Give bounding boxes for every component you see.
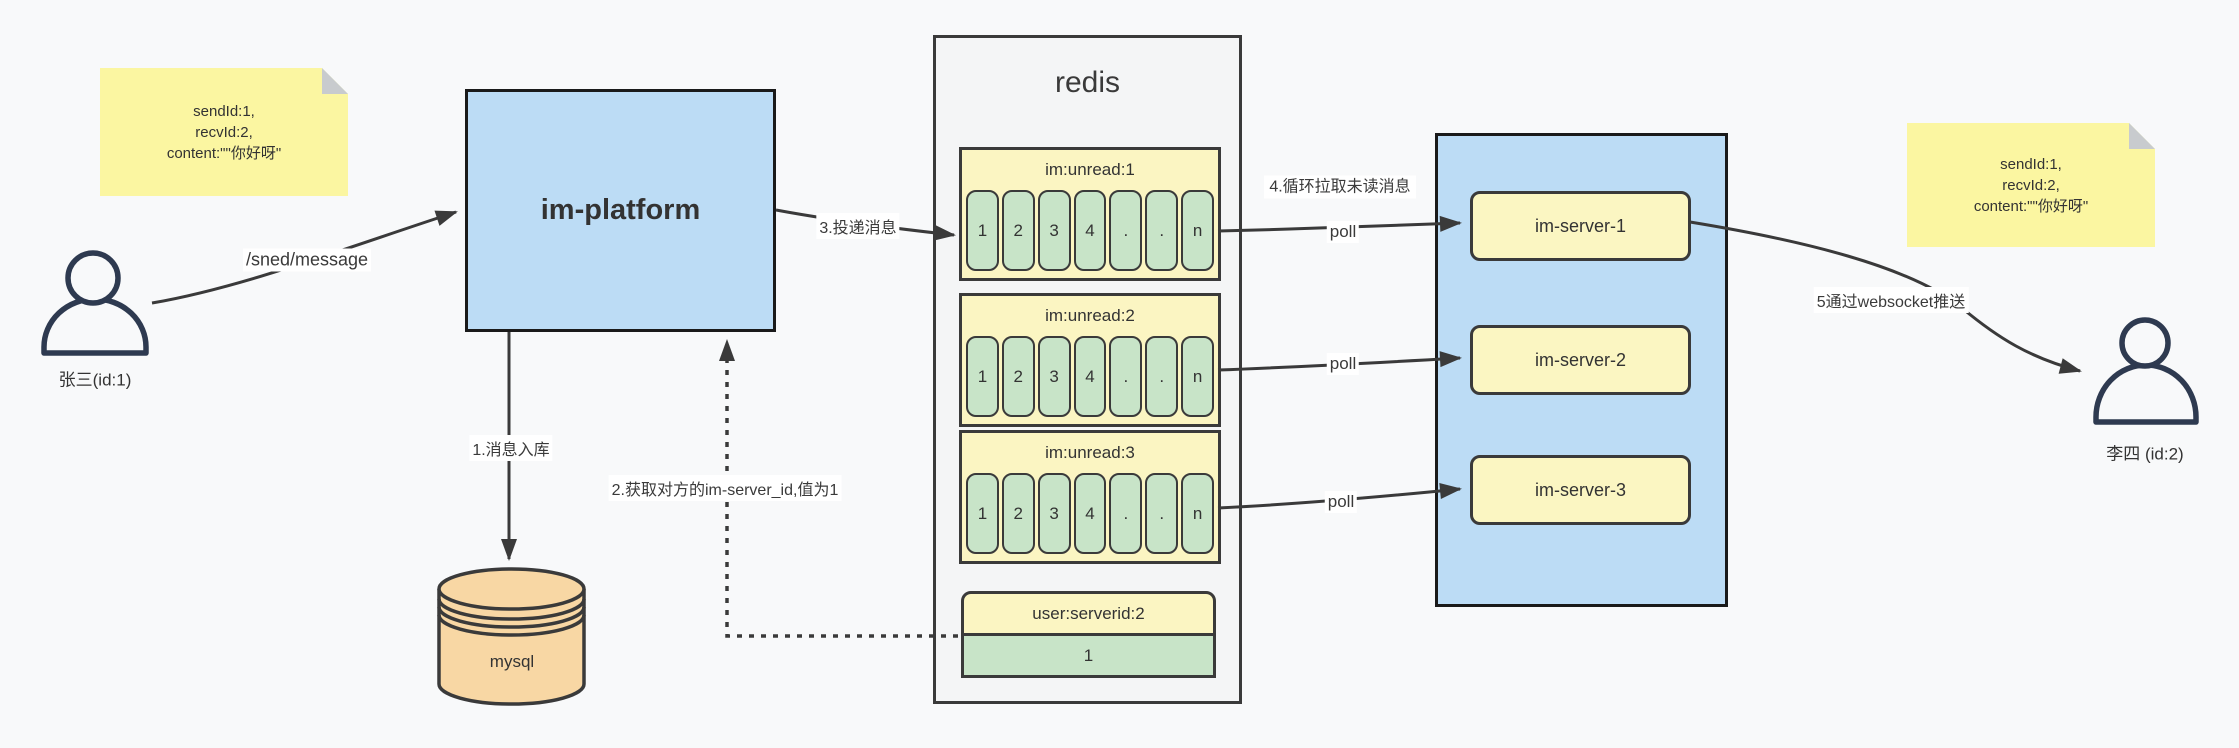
queue-cell: 2 bbox=[1001, 336, 1035, 417]
edge-label-step1: 1.消息入库 bbox=[469, 435, 553, 461]
user-icon bbox=[41, 250, 149, 356]
sticky-note-left: sendId:1, recvId:2, content:""你好呀" bbox=[100, 68, 348, 196]
edge-label-poll-3: poll bbox=[1324, 491, 1358, 513]
edge-label-poll-2: poll bbox=[1326, 353, 1360, 375]
queue-cell: 2 bbox=[1001, 190, 1035, 271]
actor-sender-label: 张三(id:1) bbox=[58, 370, 132, 390]
edge-label-send-api: /sned/message bbox=[242, 248, 372, 272]
redis-queue-unread-3: im:unread:3 1 2 3 4 . . n bbox=[959, 430, 1221, 564]
queue-cell: 2 bbox=[1001, 473, 1035, 554]
queue-cell: n bbox=[1181, 190, 1215, 271]
queue-cell: 3 bbox=[1037, 190, 1071, 271]
queue-header: im:unread:1 bbox=[1045, 160, 1135, 179]
queue-cell: 1 bbox=[966, 473, 999, 554]
queue-cell: 3 bbox=[1037, 336, 1071, 417]
queue-cell: n bbox=[1181, 336, 1215, 417]
kv-value: 1 bbox=[961, 636, 1216, 678]
edge-label-poll-1: poll bbox=[1326, 221, 1360, 243]
queue-header: im:unread:2 bbox=[1045, 306, 1135, 325]
queue-cell: . bbox=[1145, 190, 1179, 271]
note-line: content:""你好呀" bbox=[1973, 197, 2089, 215]
sticky-note-right: sendId:1, recvId:2, content:""你好呀" bbox=[1907, 123, 2155, 247]
redis-panel: redis im:unread:1 1 2 3 4 . . n im:unrea… bbox=[933, 35, 1242, 704]
queue-cell: . bbox=[1145, 473, 1179, 554]
note-line: recvId:2, bbox=[2002, 176, 2060, 194]
queue-cell: n bbox=[1181, 473, 1215, 554]
redis-title: redis bbox=[1054, 66, 1121, 99]
im-server-2-label: im-server-2 bbox=[1534, 349, 1626, 370]
queue-cell: . bbox=[1109, 473, 1143, 554]
queue-cell: . bbox=[1109, 336, 1143, 417]
note-line: content:""你好呀" bbox=[166, 144, 282, 162]
im-server-cluster: im-server-1 im-server-2 im-server-3 bbox=[1435, 133, 1728, 607]
mysql-label: mysql bbox=[489, 652, 535, 671]
queue-header: im:unread:3 bbox=[1045, 443, 1135, 462]
im-server-1-node: im-server-1 bbox=[1470, 191, 1691, 261]
edge-label-step5: 5通过websocket推送 bbox=[1813, 287, 1969, 313]
im-platform-label: im-platform bbox=[540, 194, 701, 226]
queue-cell: 4 bbox=[1073, 336, 1107, 417]
edge-label-step3: 3.投递消息 bbox=[816, 213, 900, 239]
note-line: sendId:1, bbox=[2000, 155, 2062, 173]
queue-cell: . bbox=[1109, 190, 1143, 271]
queue-cells: 1 2 3 4 . . n bbox=[962, 190, 1218, 271]
mysql-cylinder-icon bbox=[437, 567, 586, 706]
redis-queue-unread-2: im:unread:2 1 2 3 4 . . n bbox=[959, 293, 1221, 427]
queue-cell: 3 bbox=[1037, 473, 1071, 554]
user-icon bbox=[2093, 317, 2199, 425]
queue-cells: 1 2 3 4 . . n bbox=[962, 336, 1218, 417]
queue-cell: 1 bbox=[966, 190, 999, 271]
edge-label-step4: 4.循环拉取未读消息 bbox=[1264, 175, 1416, 199]
queue-cell: 1 bbox=[966, 336, 999, 417]
queue-cell: 4 bbox=[1073, 473, 1107, 554]
im-server-1-label: im-server-1 bbox=[1534, 215, 1626, 236]
edge-label-step2: 2.获取对方的im-server_id,值为1 bbox=[608, 475, 842, 501]
im-server-3-label: im-server-3 bbox=[1534, 479, 1626, 500]
redis-queue-unread-1: im:unread:1 1 2 3 4 . . n bbox=[959, 147, 1221, 281]
redis-kv-user-serverid: user:serverid:2 1 bbox=[961, 591, 1216, 678]
note-line: sendId:1, bbox=[193, 102, 255, 120]
im-server-2-node: im-server-2 bbox=[1470, 325, 1691, 395]
note-line: recvId:2, bbox=[195, 123, 253, 141]
queue-cell: . bbox=[1145, 336, 1179, 417]
queue-cell: 4 bbox=[1073, 190, 1107, 271]
im-platform-node: im-platform bbox=[465, 89, 776, 332]
queue-cells: 1 2 3 4 . . n bbox=[962, 473, 1218, 554]
im-server-3-node: im-server-3 bbox=[1470, 455, 1691, 525]
kv-header: user:serverid:2 bbox=[961, 591, 1216, 636]
actor-receiver-label: 李四 (id:2) bbox=[2106, 444, 2184, 464]
